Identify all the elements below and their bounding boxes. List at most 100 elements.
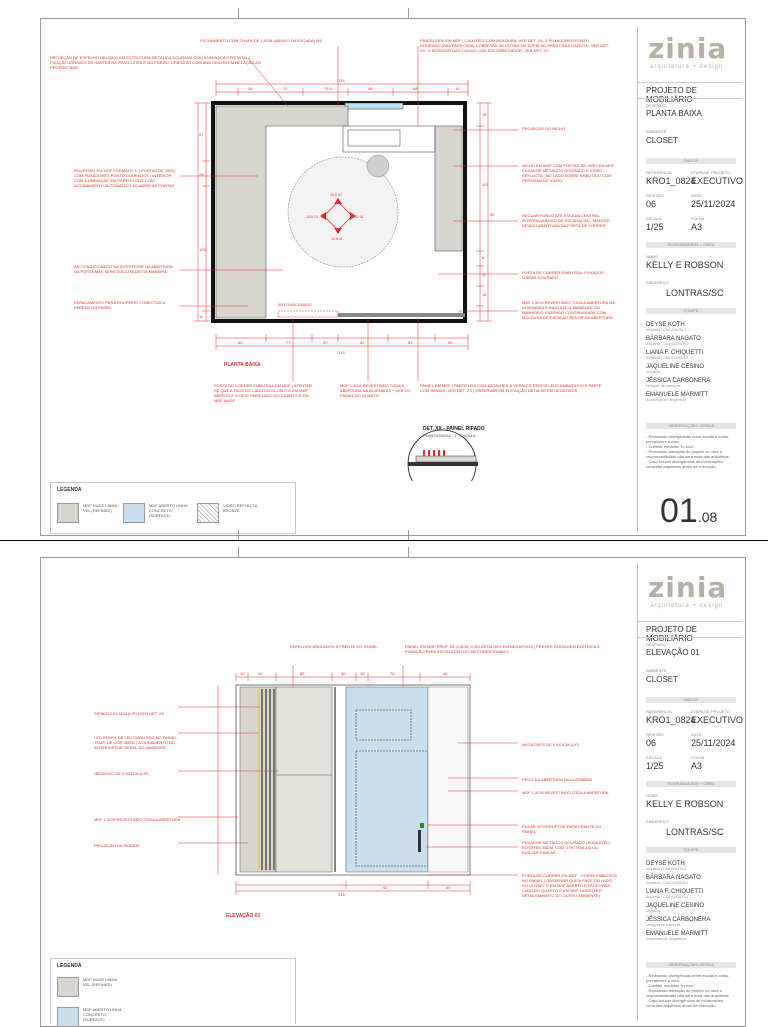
client-label: NOME xyxy=(646,793,658,798)
legend-label: VIDRO REFLECTA BRONZE xyxy=(223,503,258,513)
team-bar: EQUIPE xyxy=(646,308,736,314)
legend-label: MDF ABERTO LINHA CONCRETO (SURFACE) xyxy=(149,503,188,518)
elev-note-parede: PROJEÇÃO DA PAREDE xyxy=(94,843,140,848)
elev-slatted-panel xyxy=(239,686,277,873)
detail-title: DET. XX - PAINEL RIPADO xyxy=(423,426,485,432)
elev-slats xyxy=(261,689,275,870)
legend-swatch-mdf-nude xyxy=(57,503,79,523)
plan-niche xyxy=(434,125,463,252)
section-bar: DADOS xyxy=(646,158,736,164)
rev-label: REVISÃO xyxy=(646,732,664,737)
elev-dim-bottom: 315 xyxy=(338,892,345,897)
elev-dim-top: 30 xyxy=(341,671,346,676)
paper-value: A3 xyxy=(691,222,703,232)
project-title: PROJETO DE MOBILIÁRIO xyxy=(646,86,697,104)
room-name: CLOSET xyxy=(646,675,679,684)
plan-dim-bottom: 83 xyxy=(408,340,413,345)
paper-value: A3 xyxy=(691,761,703,771)
general-note: - Conferir medidas "in loco". xyxy=(646,444,696,449)
plan-dim-left: 29 xyxy=(199,172,204,177)
elev-dim-top: 15 xyxy=(360,671,365,676)
frame-tick xyxy=(238,530,239,540)
elev-note-painel: PAINEL EM MDF PROF. DE 6,5cm, COM DETALH… xyxy=(405,644,601,654)
address-label: ENDEREÇO xyxy=(646,280,669,285)
brand-tagline: arquitetura + design xyxy=(650,64,724,70)
plan-wardrobe xyxy=(215,105,349,319)
plan-dim-left: 155 xyxy=(199,247,206,252)
detail-subtitle: PLANTA BAIXA - 1 : ESCALA xyxy=(423,433,476,438)
plan-dim-right: 11 xyxy=(482,272,487,277)
project-title: PROJETO DE MOBILIÁRIO xyxy=(646,625,697,643)
stage-label: ETAPA DE PROJETO xyxy=(691,709,730,714)
frame-tick xyxy=(408,530,409,540)
sheet-number: 01.08 xyxy=(660,492,718,530)
general-note: - Conferir medidas "in loco". xyxy=(646,983,696,988)
plan-walls xyxy=(211,101,467,323)
elev-dim-lines-bottom xyxy=(235,881,471,895)
plan-title: PLANTA BAIXA xyxy=(224,362,261,368)
elev-wall-hatch xyxy=(427,686,469,873)
plan-dim-lines-left xyxy=(194,102,210,322)
plan-dim-top: 72 xyxy=(283,86,288,91)
date-value: 25/11/2024 xyxy=(691,199,736,209)
elevation-label: 15,5 03 xyxy=(306,215,318,219)
tb-divider xyxy=(638,637,742,638)
plan-dim-right: 16 xyxy=(482,292,487,297)
title-block: zinia arquitetura + design PROJETO DE MO… xyxy=(637,26,743,531)
plan-dim-bottom: 60 xyxy=(238,340,243,345)
brand-logo: zinia xyxy=(648,32,728,65)
legend: LEGENDA MDF NUDE LINHA VEL (REFINED) MDF… xyxy=(50,482,296,534)
plan-dim-bottom: 20 xyxy=(323,340,328,345)
room-name: CLOSET xyxy=(646,136,679,145)
client-label: NOME xyxy=(646,254,658,259)
ref-value: KRO1_0824 xyxy=(646,715,696,725)
elev-dim-top: 76 xyxy=(390,671,395,676)
elev-switch xyxy=(420,823,424,828)
drawing-label: DESENHO xyxy=(646,642,666,647)
frame-tick xyxy=(408,547,409,557)
stage-label: ETAPA DE PROJETO xyxy=(691,170,730,175)
detail-wall xyxy=(408,462,478,466)
note-recuar: RECUAR FUNDO ATÉ ESCADA CENTRAL INTERNA … xyxy=(522,213,610,228)
obs-bar: OBSERVAÇÕES GERAIS xyxy=(646,423,736,429)
elevation-label: 15,5 02 xyxy=(330,193,342,197)
plan-dim-bottom: 62 xyxy=(360,340,365,345)
elev-note-mdf: MDF 1,5cm REVESTINDO TODA A ABERTURA xyxy=(94,817,181,822)
paper-label: FOLHA xyxy=(691,755,705,760)
elev-note-negativo: NEGATIVO DE 0,5x1cm (LIP) xyxy=(94,771,149,776)
elev-note-espelhos: ESPELHOS ANULADOS À FRENTE DO PAINEL xyxy=(290,644,378,649)
rev-value: 06 xyxy=(646,199,657,209)
rev-label: REVISÃO xyxy=(646,193,664,198)
obs-bar: OBSERVAÇÕES GERAIS xyxy=(646,962,736,968)
client-bar: RESPONSÁVEIS + OBRA xyxy=(646,781,736,787)
note-mdf-abertura: MDF 1,5cm REVESTINDO TODA A ABERTURA NA … xyxy=(522,300,615,320)
floor-plan-drawing: 30 72 75,5 45 88 10 315 15,5 02 NV 01 15… xyxy=(180,46,518,481)
brand-logo: zinia xyxy=(648,571,728,604)
elev-dim-bottom: 92 xyxy=(383,885,388,890)
legend-title: LEGENDA xyxy=(57,963,82,969)
client-name: KELLY E ROBSON xyxy=(646,260,724,270)
plan-sliding-door xyxy=(277,310,339,318)
ref-value: KRO1_0824 xyxy=(646,176,696,186)
plan-dim-left: 11 xyxy=(199,314,204,319)
plan-dim-right: 101 xyxy=(482,182,489,187)
ref-label: REFERÊNCIA xyxy=(646,170,672,175)
note-espacamento: ESPAÇAMENTO PARA ROUPEIRO CONECTAR A PAR… xyxy=(74,300,165,310)
general-note: - Revisando divergências entre escala e … xyxy=(646,434,729,444)
room-label: AMBIENTE xyxy=(646,668,667,673)
elev-dim-bottom: 60 xyxy=(446,885,451,890)
general-note: - Revisando alteração do projeto no obra… xyxy=(646,449,730,459)
note-espelho: PROJEÇÃO DE ESPELHO OBLÍQUO EM ESTRUTURA… xyxy=(50,55,262,70)
elev-leader-lines xyxy=(178,665,518,876)
sheet-frame xyxy=(40,18,746,536)
elevation-label: NV 01 xyxy=(354,215,364,219)
detail-slats xyxy=(423,450,445,456)
general-note: - Revisando divergências entre escala e … xyxy=(646,973,729,983)
